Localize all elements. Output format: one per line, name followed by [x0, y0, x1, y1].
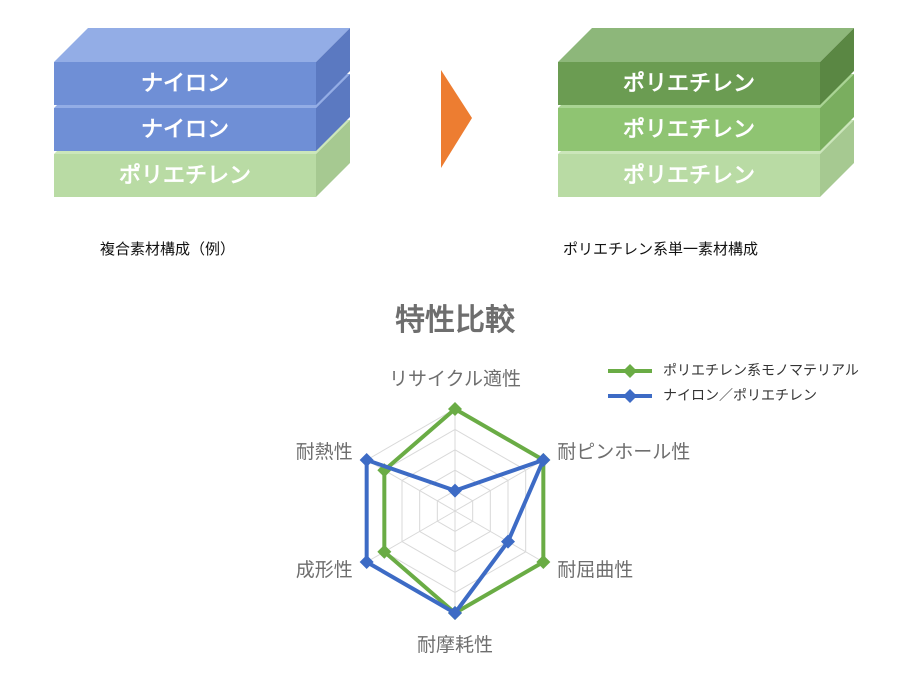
radar-axis-label: 成形性: [296, 559, 353, 581]
layer-label: ポリエチレン: [119, 163, 251, 189]
layer-top-face: [54, 28, 350, 62]
radar-point: [501, 534, 516, 549]
radar-series: [359, 402, 551, 620]
layer-front-face: [54, 108, 316, 151]
layer-side-face: [316, 28, 350, 105]
layer-side-face: [316, 120, 350, 197]
radar-point: [377, 544, 392, 559]
chart-title: 特性比較: [395, 303, 516, 338]
left-stack-caption: 複合素材構成（例）: [100, 240, 236, 258]
layer-side-face: [316, 74, 350, 151]
radar-point: [536, 453, 551, 467]
layer-top-face: [558, 28, 854, 62]
legend-label: ポリエチレン系モノマテリアル: [663, 363, 859, 379]
layer-front-face: [558, 108, 820, 151]
radar-point: [359, 555, 374, 569]
layer-front-face: [54, 154, 316, 197]
layer-side-face: [820, 28, 854, 105]
radar-axis-label: 耐屈曲性: [557, 559, 633, 581]
layer-label: ポリエチレン: [623, 71, 755, 97]
radar-spoke: [454, 510, 544, 563]
radar-axis-label: 耐熱性: [296, 441, 353, 463]
radar-point: [359, 453, 374, 467]
radar-axis-label: リサイクル適性: [389, 368, 521, 390]
legend-marker: [623, 364, 637, 378]
layer-label: ポリエチレン: [623, 117, 755, 143]
radar-grid: [366, 408, 544, 614]
radar-point: [448, 483, 462, 498]
radar-point: [448, 606, 462, 620]
legend-label: ナイロン／ポリエチレン: [663, 388, 817, 404]
arrow-right-icon: [441, 70, 472, 168]
right-stack-caption: ポリエチレン系単一素材構成: [563, 240, 759, 258]
layer-front-face: [558, 154, 820, 197]
layer-front-face: [54, 62, 316, 105]
radar-axis-label: 耐ピンホール性: [557, 441, 690, 463]
layer-side-face: [820, 74, 854, 151]
layer-label: ナイロン: [141, 72, 229, 97]
layer-label: ポリエチレン: [623, 163, 755, 189]
layer-side-face: [820, 120, 854, 197]
radar-spoke: [454, 459, 544, 512]
legend-marker: [623, 389, 637, 403]
radar-point: [448, 402, 462, 416]
radar-axis-label: 耐摩耗性: [417, 634, 493, 656]
layer-front-face: [558, 62, 820, 105]
layer-label: ナイロン: [141, 118, 229, 143]
radar-point: [536, 555, 551, 569]
